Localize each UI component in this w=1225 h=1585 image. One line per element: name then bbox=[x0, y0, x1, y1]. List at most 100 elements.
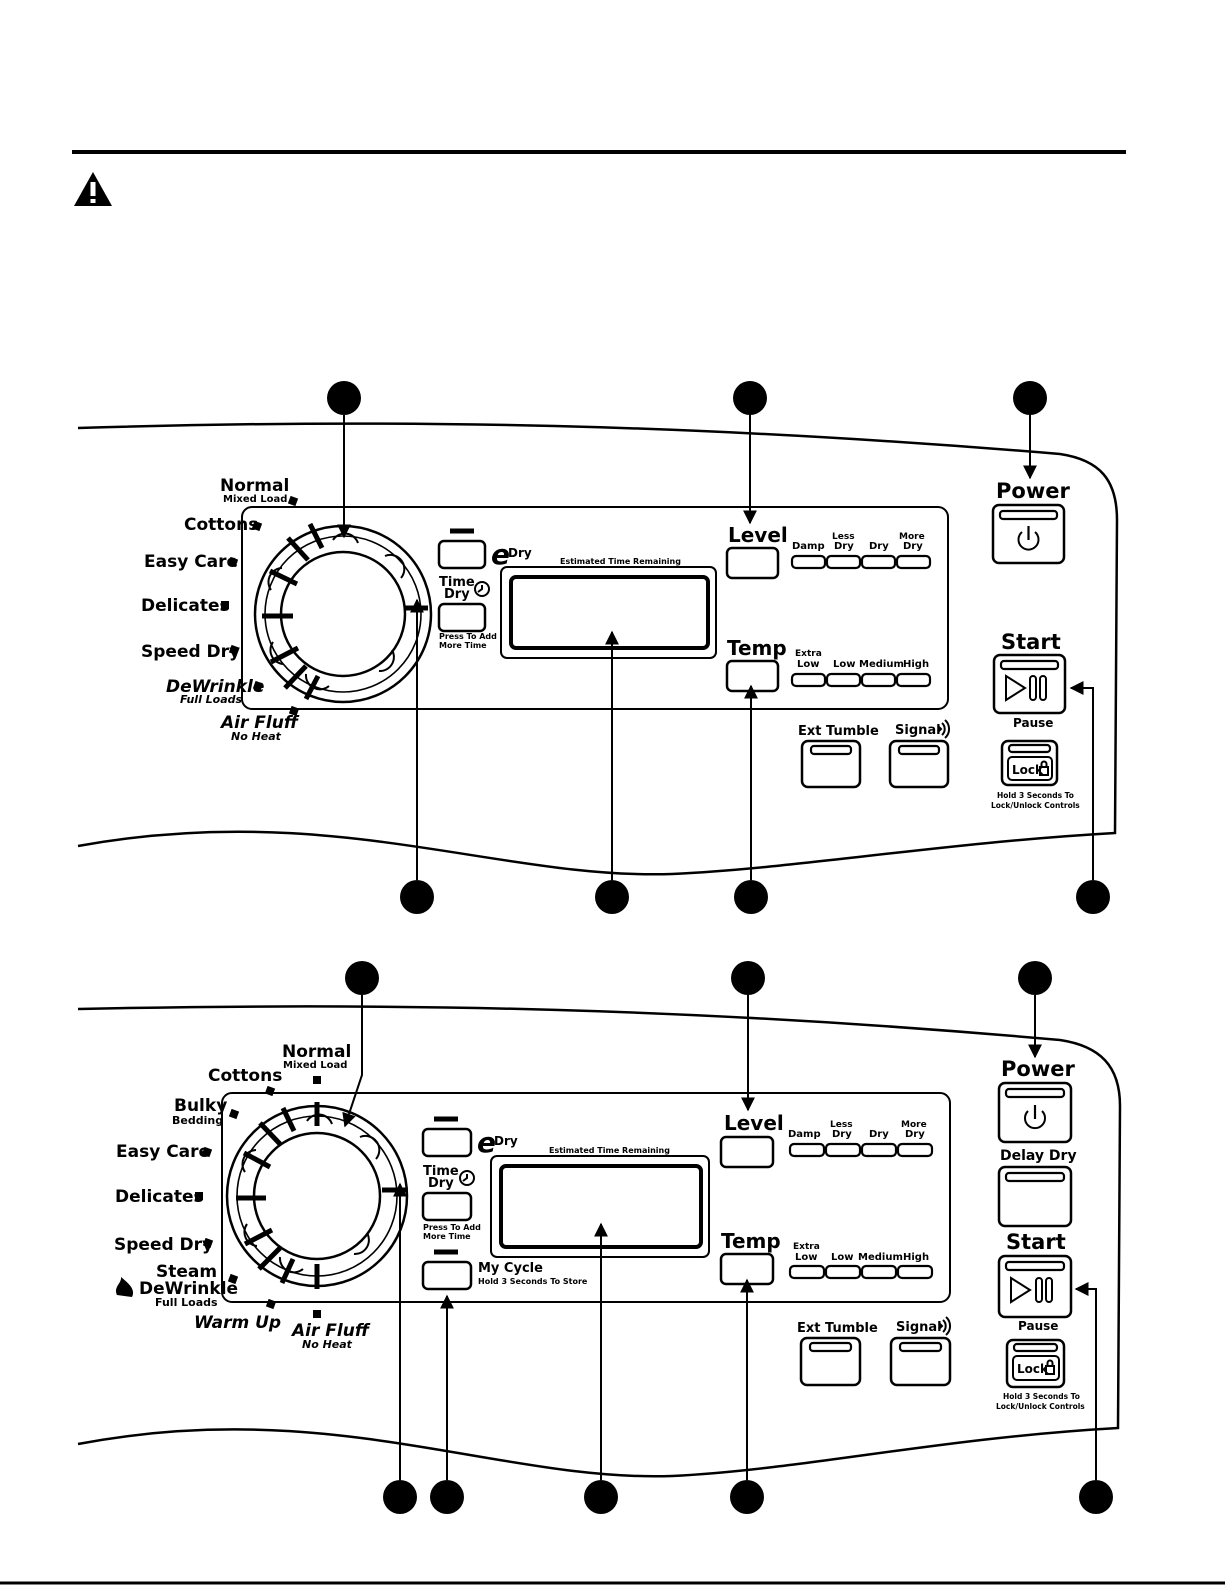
temp2-opt-low: Low bbox=[831, 1252, 853, 1263]
level-opt-less-dry: Dry bbox=[834, 541, 854, 552]
power-label-2: Power bbox=[1001, 1057, 1075, 1081]
level2-opt-more-dry: Dry bbox=[905, 1129, 925, 1140]
start-label: Start bbox=[1001, 630, 1061, 654]
level2-opt-more: More bbox=[901, 1120, 927, 1130]
callout-mycycle-2 bbox=[430, 1480, 464, 1514]
cycle-easy-care: Easy Care bbox=[144, 552, 238, 572]
press-add-2b: More Time bbox=[423, 1232, 471, 1241]
callout-temp-2 bbox=[730, 1480, 764, 1514]
ext-tumble-label-2: Ext Tumble bbox=[797, 1321, 878, 1336]
callout-display-2 bbox=[584, 1480, 618, 1514]
dry-label-2: Dry bbox=[428, 1176, 454, 1191]
callout-start-1 bbox=[1076, 880, 1110, 914]
my-cycle-hint: Hold 3 Seconds To Store bbox=[478, 1277, 588, 1286]
cycle-air-fluff-sub: No Heat bbox=[231, 730, 282, 743]
delay-dry-label: Delay Dry bbox=[1000, 1148, 1077, 1164]
signal-label: Signal bbox=[895, 723, 941, 738]
cycle-dial-2[interactable] bbox=[225, 1102, 409, 1289]
cycle2-dewrinkle: DeWrinkle bbox=[139, 1279, 238, 1299]
power-label: Power bbox=[996, 479, 1070, 503]
callout-start-2 bbox=[1079, 1480, 1113, 1514]
play-pause-icon-2 bbox=[1010, 1276, 1053, 1304]
temp-opt-extra: Extra bbox=[795, 649, 822, 659]
start-label-2: Start bbox=[1006, 1230, 1066, 1254]
edry-label: Dry bbox=[508, 546, 532, 560]
my-cycle-button[interactable] bbox=[421, 1260, 473, 1291]
temp-button-2[interactable] bbox=[719, 1252, 775, 1286]
cycle2-cottons: Cottons bbox=[208, 1066, 282, 1086]
level-opt-damp: Damp bbox=[792, 541, 825, 552]
callout-dial-1 bbox=[327, 381, 361, 415]
dry-label: Dry bbox=[444, 587, 470, 602]
cycle2-normal-sub: Mixed Load bbox=[283, 1060, 347, 1071]
ext-tumble-label: Ext Tumble bbox=[798, 724, 879, 739]
temp-button-1[interactable] bbox=[725, 659, 780, 693]
temp2-opt-extra: Extra bbox=[793, 1242, 820, 1252]
level2-opt-less: Less bbox=[830, 1120, 853, 1130]
cycle2-steam: Steam bbox=[156, 1262, 217, 1282]
temp2-opt-high: High bbox=[903, 1252, 929, 1263]
temp-opt-high: High bbox=[903, 659, 929, 670]
callout-level-1 bbox=[733, 381, 767, 415]
time-dry-button-2[interactable] bbox=[421, 1191, 473, 1222]
level-button-2[interactable] bbox=[719, 1135, 775, 1169]
callout-level-2 bbox=[731, 961, 765, 995]
level-label: Level bbox=[728, 523, 788, 547]
level-opt-more: More bbox=[899, 532, 925, 542]
panel-1: Normal Mixed Load Cottons Easy Care Deli… bbox=[77, 381, 1119, 914]
edry-e-icon: e bbox=[491, 538, 510, 571]
cycle2-speed-dry: Speed Dry bbox=[114, 1235, 213, 1255]
cycle2-dewrinkle-sub: Full Loads bbox=[155, 1296, 218, 1309]
display-screen bbox=[509, 575, 710, 650]
estimated-time-label-2: Estimated Time Remaining bbox=[549, 1146, 670, 1155]
edry-label-2: Dry bbox=[494, 1134, 518, 1148]
clock-icon-2 bbox=[459, 1170, 475, 1186]
edry-e-icon-2: e bbox=[477, 1126, 496, 1159]
steam-icon bbox=[115, 1277, 134, 1297]
pause-label: Pause bbox=[1013, 716, 1053, 730]
cycle-cottons: Cottons bbox=[184, 515, 258, 535]
level-button-1[interactable] bbox=[725, 546, 780, 580]
press-add-1: Press To Add bbox=[439, 632, 497, 641]
power-icon bbox=[1017, 526, 1040, 551]
lock-hint-2a: Hold 3 Seconds To bbox=[1003, 1392, 1080, 1401]
temp-opt-extra-low: Low bbox=[797, 659, 819, 670]
level2-opt-damp: Damp bbox=[788, 1129, 821, 1140]
temp2-opt-extra-low: Low bbox=[795, 1252, 817, 1263]
my-cycle-label: My Cycle bbox=[478, 1261, 543, 1276]
cycle2-easy-care: Easy Care bbox=[116, 1142, 210, 1162]
cycle2-air-fluff-sub: No Heat bbox=[302, 1338, 353, 1351]
temp-label-2: Temp bbox=[721, 1229, 781, 1253]
cycle2-normal: Normal bbox=[282, 1042, 351, 1062]
callout-display-1 bbox=[595, 880, 629, 914]
callout-power-2 bbox=[1018, 961, 1052, 995]
level-opt-dry: Dry bbox=[869, 541, 889, 552]
lock-icon-2 bbox=[1045, 1359, 1055, 1375]
cycle-delicates: Delicates bbox=[141, 596, 230, 616]
panel-2: Normal Mixed Load Cottons Bulky Bedding … bbox=[77, 961, 1122, 1514]
signal-icon-2 bbox=[938, 1316, 952, 1336]
clock-icon bbox=[474, 581, 490, 597]
edry-button-2[interactable] bbox=[421, 1127, 473, 1158]
temp-opt-medium: Medium bbox=[859, 659, 904, 670]
signal-icon bbox=[937, 719, 951, 739]
cycle2-bulky-sub: Bedding bbox=[172, 1114, 223, 1127]
signal-label-2: Signal bbox=[896, 1320, 942, 1335]
callout-timedry-2 bbox=[383, 1480, 417, 1514]
cycle-normal: Normal bbox=[220, 476, 289, 496]
callout-dial-2 bbox=[345, 961, 379, 995]
callout-power-1 bbox=[1013, 381, 1047, 415]
edry-button-1[interactable] bbox=[437, 539, 487, 570]
temp-opt-low: Low bbox=[833, 659, 855, 670]
cycle-speed-dry: Speed Dry bbox=[141, 642, 240, 662]
cycle-normal-sub: Mixed Load bbox=[223, 494, 287, 505]
callout-timedry-1 bbox=[400, 880, 434, 914]
callout-temp-1 bbox=[734, 880, 768, 914]
press-add-2a: Press To Add bbox=[423, 1223, 481, 1232]
cycle-dial-1[interactable] bbox=[253, 522, 433, 704]
lock-icon bbox=[1039, 760, 1049, 776]
cycle2-warm-up: Warm Up bbox=[194, 1313, 281, 1333]
time-dry-button-1[interactable] bbox=[437, 602, 487, 633]
time-label: Time bbox=[439, 575, 475, 590]
